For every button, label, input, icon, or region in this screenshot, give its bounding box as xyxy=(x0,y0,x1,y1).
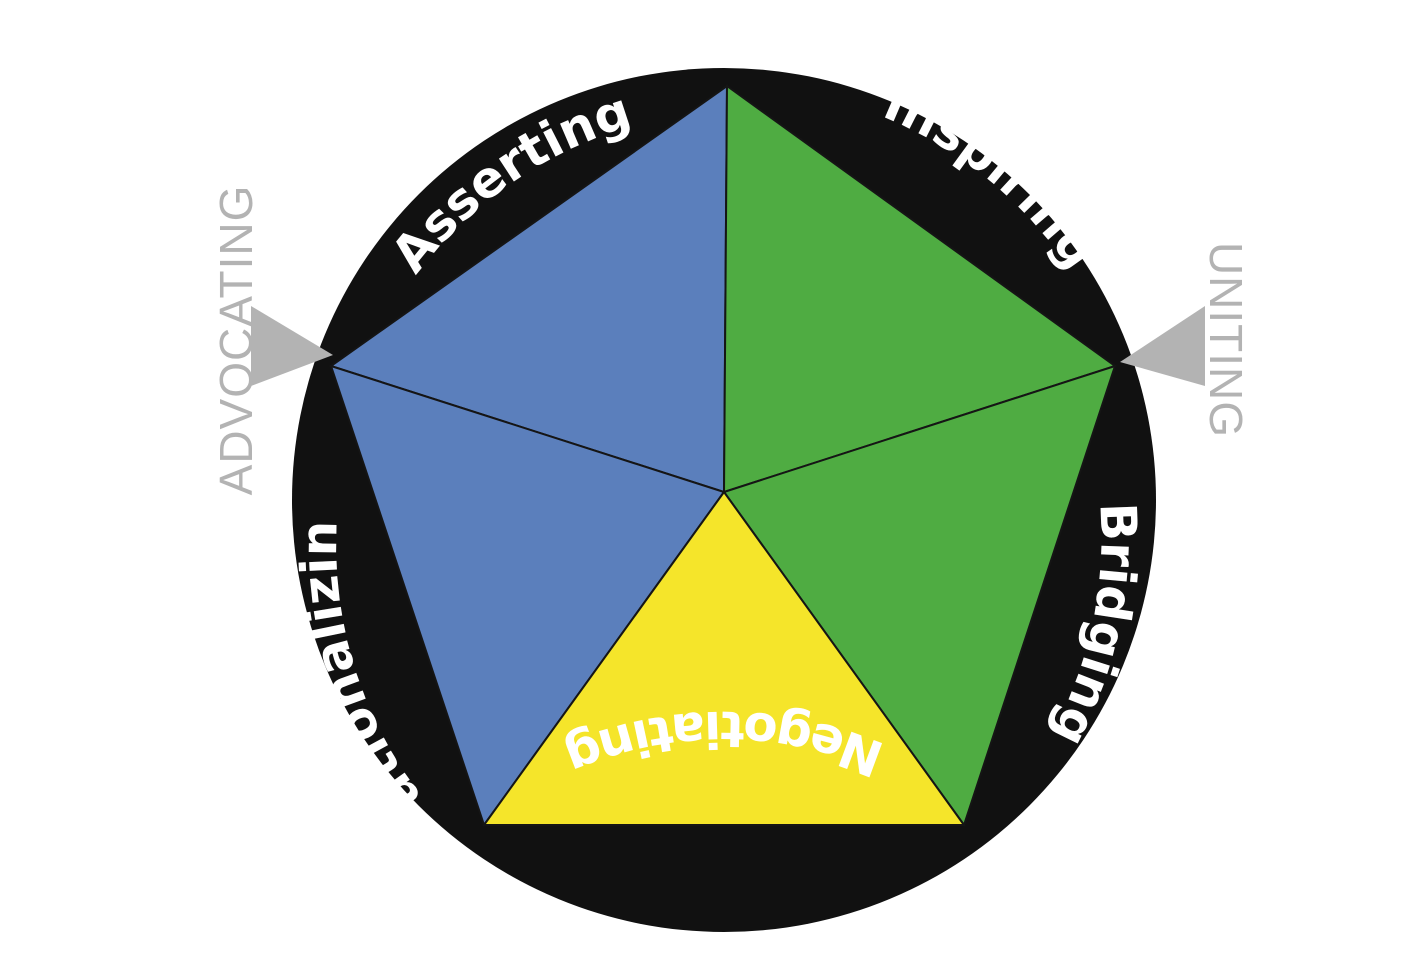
negotiating-wedge xyxy=(482,490,966,826)
advocating-pointer-icon xyxy=(251,306,333,386)
uniting-pointer-icon xyxy=(1120,306,1205,386)
uniting-label: UNITING xyxy=(1200,242,1252,438)
advocating-label: ADVOCATING xyxy=(210,185,262,496)
